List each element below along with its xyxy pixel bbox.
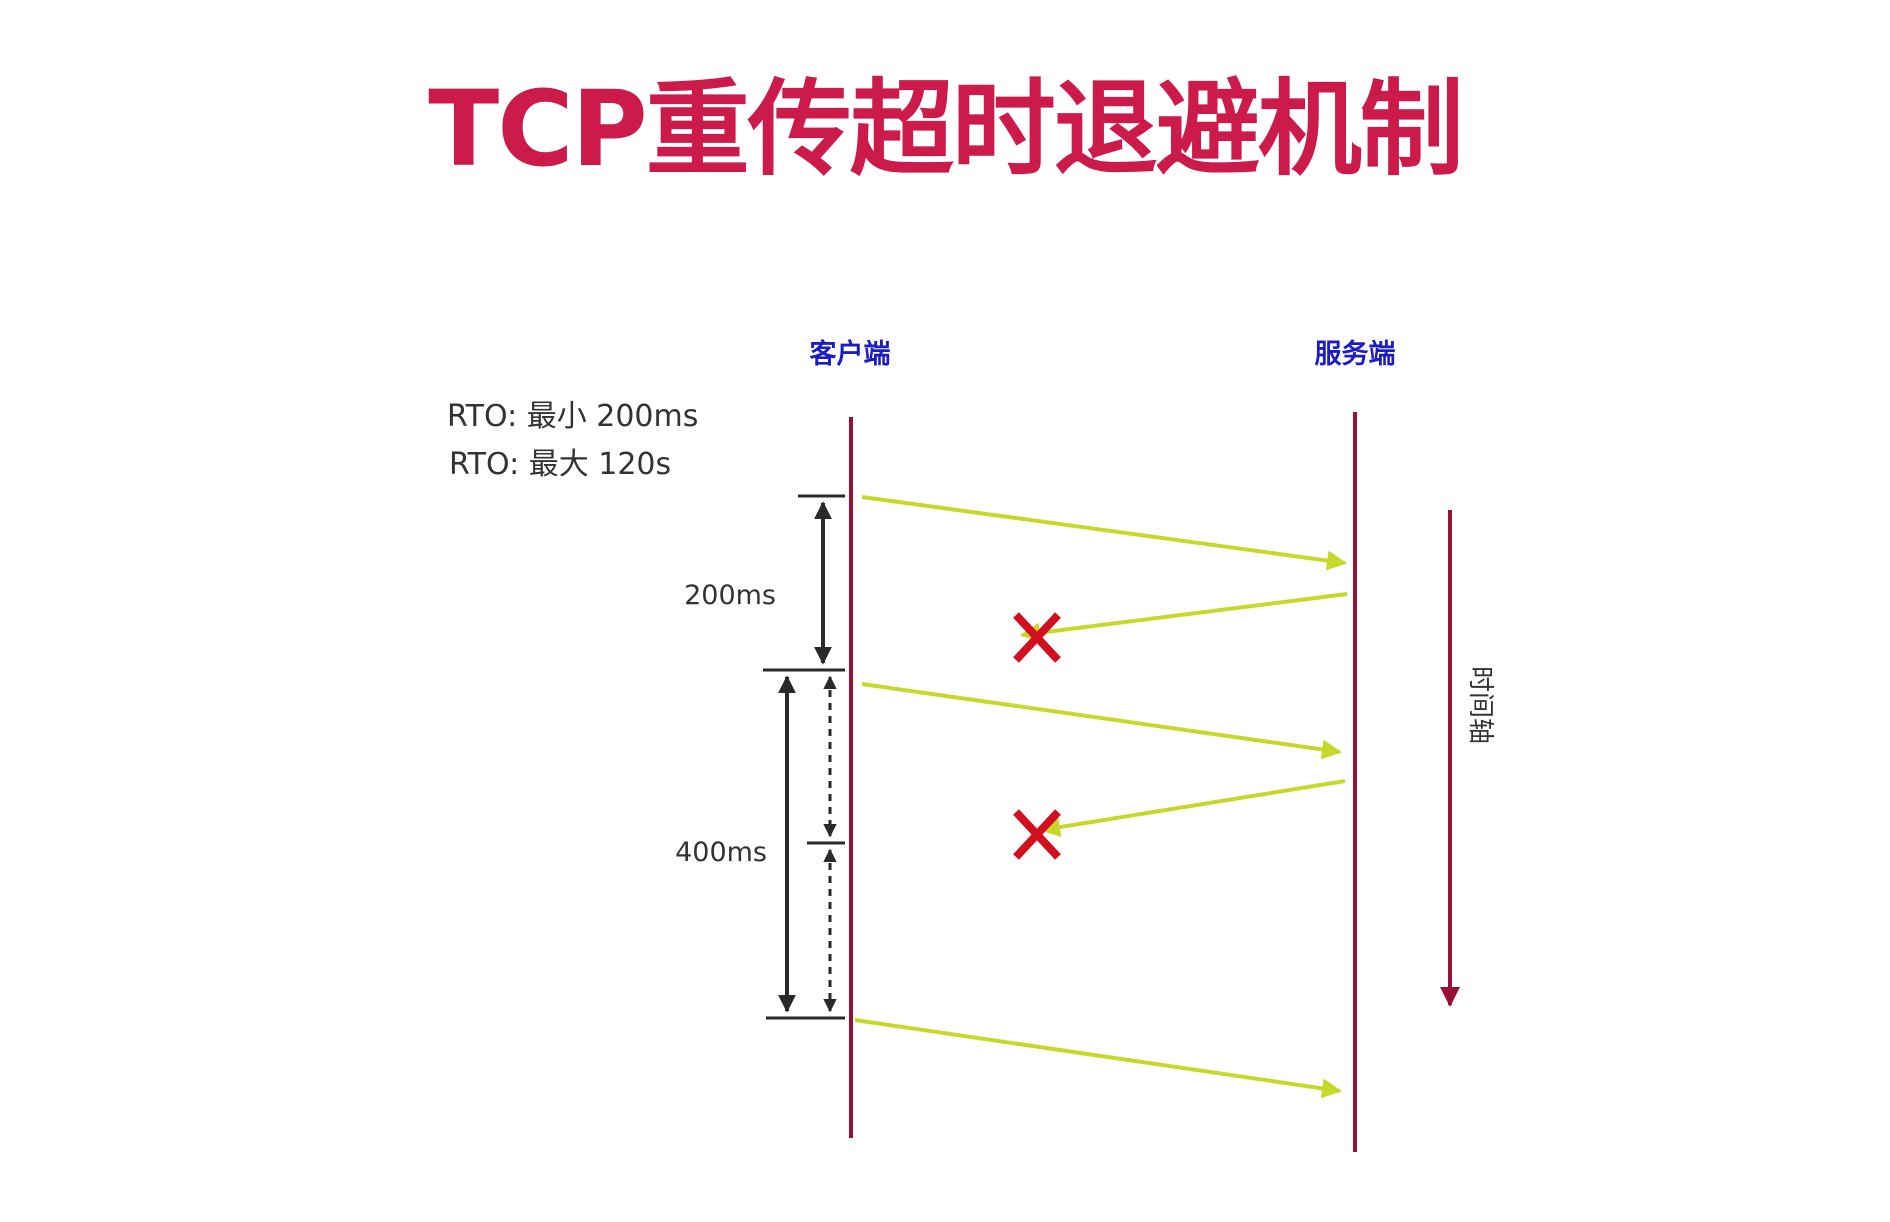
message-4-arrow: [1040, 779, 1346, 837]
interval-ticks: [763, 494, 845, 1020]
message-2-arrow: [1020, 592, 1348, 643]
interval-200ms-label: 200ms: [684, 580, 776, 611]
lost-packet-1-icon: [1013, 612, 1061, 663]
time-axis-label: 时间轴: [1465, 666, 1495, 744]
rto-max-label: RTO: 最大 120s: [449, 447, 671, 482]
client-label: 客户端: [810, 338, 891, 370]
lost-packet-2-icon: [1013, 809, 1061, 860]
message-1-arrow: [861, 495, 1347, 571]
server-label: 服务端: [1315, 339, 1396, 370]
interval-400ms-label: 400ms: [675, 837, 767, 868]
message-3-arrow: [861, 682, 1342, 760]
message-5-arrow: [854, 1018, 1342, 1099]
page-title: TCP重传超时退避机制: [428, 68, 1464, 190]
rto-min-label: RTO: 最小 200ms: [447, 399, 698, 434]
